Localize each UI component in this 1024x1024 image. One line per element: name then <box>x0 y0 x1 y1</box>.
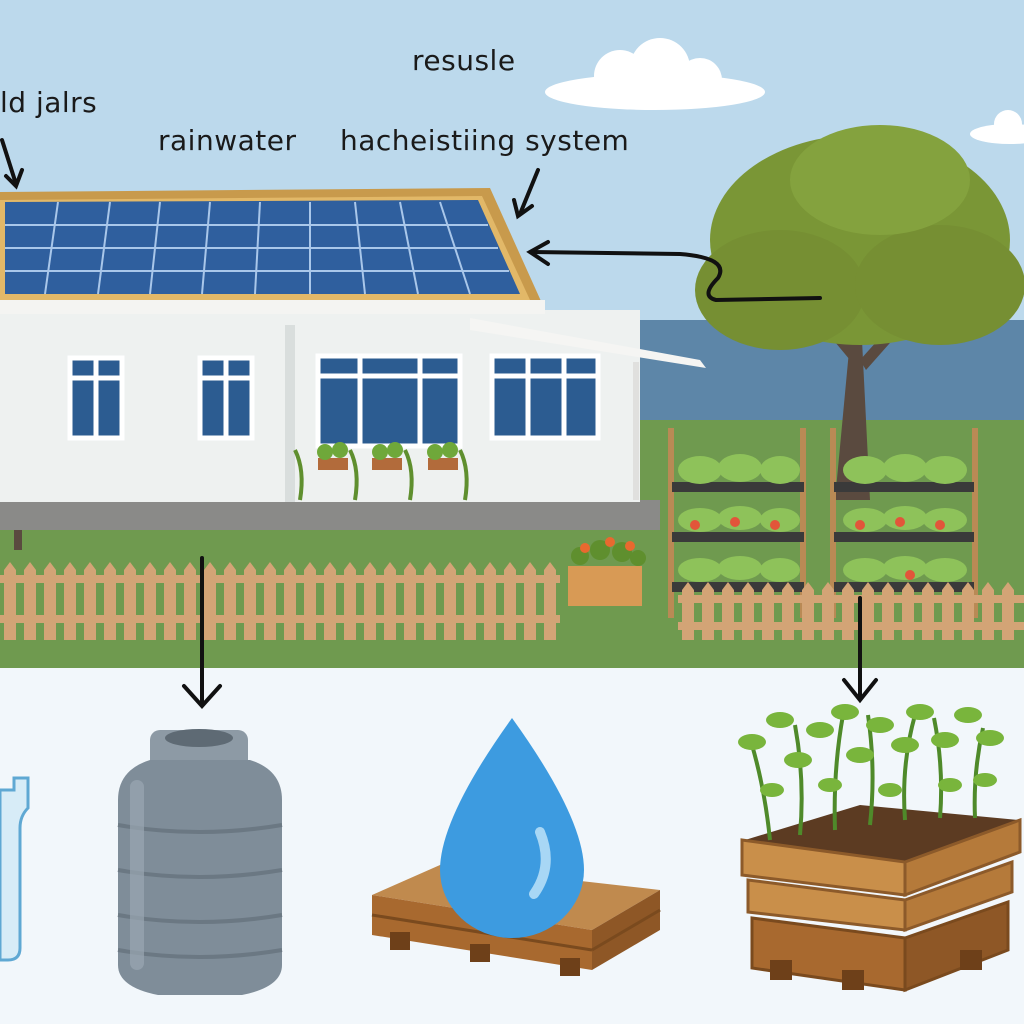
arrow-system-roof <box>518 168 540 216</box>
house <box>0 188 706 530</box>
picket-fence <box>678 582 1024 640</box>
window <box>197 355 255 441</box>
vertical-garden-rack <box>668 428 806 618</box>
window <box>489 353 601 441</box>
label-harvesting-system: hacheistiing system <box>340 124 630 157</box>
window <box>315 353 463 449</box>
roof-gutter <box>0 300 545 314</box>
label-rainwater: rainwater <box>158 124 297 157</box>
raised-garden-bed-icon <box>738 704 1022 993</box>
flow-arrows <box>0 138 878 709</box>
glass-jar-icon <box>0 776 30 962</box>
tree-icon <box>695 125 1024 500</box>
vertical-garden-rack <box>830 428 978 618</box>
flower-box <box>568 537 646 606</box>
cloud-icon <box>970 110 1024 144</box>
label-resusle: resusle <box>412 44 516 77</box>
porch-roof <box>470 318 706 368</box>
arrow-tree-roof <box>530 250 822 303</box>
water-drop-icon <box>440 718 584 938</box>
label-jars: ld jalrs <box>0 86 98 119</box>
cloud-icon <box>545 38 765 110</box>
house-base <box>0 500 660 530</box>
window-planter <box>293 442 469 501</box>
picket-fence <box>0 562 560 640</box>
house-wing-shadow <box>285 325 295 502</box>
solar-panel-icon <box>5 200 520 295</box>
window <box>67 355 125 441</box>
arrow-left-jars <box>0 138 18 186</box>
water-tank-icon <box>117 729 283 995</box>
